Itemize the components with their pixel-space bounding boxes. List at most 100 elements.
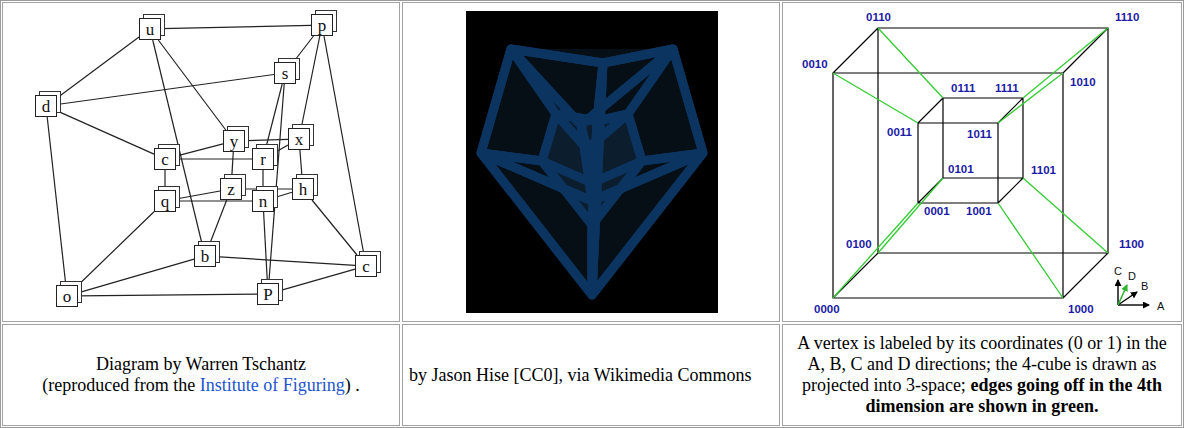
vertex-letter: p: [318, 17, 327, 34]
glass-face: [481, 49, 703, 295]
vertex-coordinate: 1001: [966, 206, 992, 218]
table-cell: by Jason Hise [CC0], via Wikimedia Commo…: [402, 324, 780, 426]
vertex-letter: z: [227, 181, 235, 198]
caption-text: Diagram by Warren Tschantz: [9, 354, 393, 375]
vertex-box: c: [355, 255, 377, 277]
cube-edge: [57, 37, 139, 98]
vertex-coordinate: 0100: [846, 239, 872, 251]
cube-edge: [300, 150, 302, 178]
cube-edge: [209, 200, 226, 245]
cube-edge: [164, 170, 165, 190]
cube-edge: [158, 40, 226, 130]
axis-arrow: [1118, 304, 1149, 305]
vertex-letter: o: [63, 288, 72, 305]
caption-text: ) .: [345, 375, 360, 395]
axis-label: C: [1114, 266, 1122, 277]
cube-edge: [262, 170, 263, 190]
vertex-box: q: [154, 190, 176, 212]
vertex-coordinate: 1010: [1070, 77, 1096, 89]
vertex-letter: n: [259, 193, 268, 210]
vertex-box: n: [252, 190, 274, 212]
cube-edge: [78, 259, 194, 293]
vertex-box: c: [154, 148, 176, 170]
vertex-coordinate: 1111: [995, 83, 1019, 95]
vertex-letter: u: [146, 21, 155, 38]
cube-edge: [269, 84, 284, 283]
cube-edge: [294, 36, 314, 62]
cube-edge: [274, 192, 292, 197]
cube-edge: [266, 84, 282, 148]
table-cell: Diagram by Warren Tschantz(reproduced fr…: [2, 324, 400, 426]
table-cell: A vertex is labeled by its coordinates (…: [782, 324, 1182, 426]
vertex-box: d: [35, 95, 57, 117]
vertex-box: z: [220, 178, 242, 200]
axis-arrow: [1117, 280, 1118, 305]
cube-edge: [232, 152, 234, 178]
caption-text: (reproduced from the: [42, 375, 195, 395]
cube-edge: [47, 117, 66, 285]
axis-label: A: [1157, 301, 1164, 312]
tube-highlight: [481, 49, 703, 295]
cube-edge: [176, 144, 223, 156]
cube-edge: [245, 139, 288, 140]
cube-edge: [279, 269, 355, 291]
vertex-box: h: [292, 178, 314, 200]
fourth-dimension-edges: [833, 28, 1108, 298]
vertex-coordinate: 1000: [1068, 304, 1094, 316]
vertex-coordinate: 0000: [814, 304, 840, 316]
vertex-letter: c: [161, 151, 169, 168]
vertex-box: r: [252, 148, 274, 170]
tesseract-render: [403, 3, 779, 321]
vertex-coordinate: 0001: [924, 206, 950, 218]
cube-edge: [312, 200, 357, 255]
vertex-coordinate: 1011: [967, 129, 992, 141]
cube-edge: [57, 75, 274, 105]
vertex-letter: d: [42, 98, 51, 115]
vertex-letter: s: [282, 65, 289, 82]
vertex-coordinate: 1100: [1119, 239, 1144, 251]
cube-edge: [153, 40, 203, 245]
vertex-letter: h: [299, 181, 308, 198]
table-cell: u p d s y c r x q z n h b c o P: [2, 2, 400, 322]
vertex-letter: q: [161, 193, 170, 210]
cube-edge: [161, 25, 311, 28]
cube-edge: [57, 111, 154, 154]
vertex-box: o: [56, 285, 78, 307]
cube-edge: [301, 36, 320, 128]
vertex-box: u: [139, 18, 161, 40]
axis-label: B: [1141, 281, 1148, 292]
vertex-letter: c: [362, 258, 370, 275]
vertex-box: P: [257, 283, 279, 305]
vertex-box: b: [194, 245, 216, 267]
cube-edge: [176, 191, 220, 199]
table-cell: [402, 2, 780, 322]
cube-edge: [274, 145, 288, 153]
vertex-letter: y: [230, 133, 239, 150]
caption-link: Institute of Figuring: [200, 375, 345, 395]
cube-edge: [176, 158, 252, 159]
vertex-letter: x: [295, 131, 304, 148]
vertex-coordinate: 0110: [866, 12, 891, 24]
vertex-coordinate: 0101: [948, 164, 974, 176]
vertex-coordinate: 0011: [887, 127, 912, 139]
vertex-letter: P: [263, 286, 272, 303]
vertex-box: p: [311, 14, 333, 36]
table-cell: 0110 1110 0010 0111 1111 1010 0011 1011 0101 1101…: [782, 2, 1182, 322]
cube-edge: [78, 294, 257, 296]
cube-edge: [78, 212, 154, 286]
vertex-box: s: [274, 62, 296, 84]
inner-cube: [918, 98, 1023, 203]
vertex-coordinate: 1101: [1031, 165, 1056, 177]
black-background: [466, 11, 718, 313]
cube-edge: [264, 212, 268, 283]
cube-edge: [216, 257, 355, 266]
vertex-letter: b: [201, 248, 210, 265]
vertex-coordinate: 0010: [802, 59, 828, 71]
vertex-letter: r: [260, 151, 266, 168]
vertex-coordinate: 0111: [951, 83, 975, 95]
edge-layer: [3, 3, 399, 321]
tube-body: [481, 49, 703, 295]
axis-label: D: [1128, 271, 1136, 282]
axis-arrow: [1118, 285, 1127, 305]
vertex-coordinate: 1110: [1115, 12, 1139, 24]
